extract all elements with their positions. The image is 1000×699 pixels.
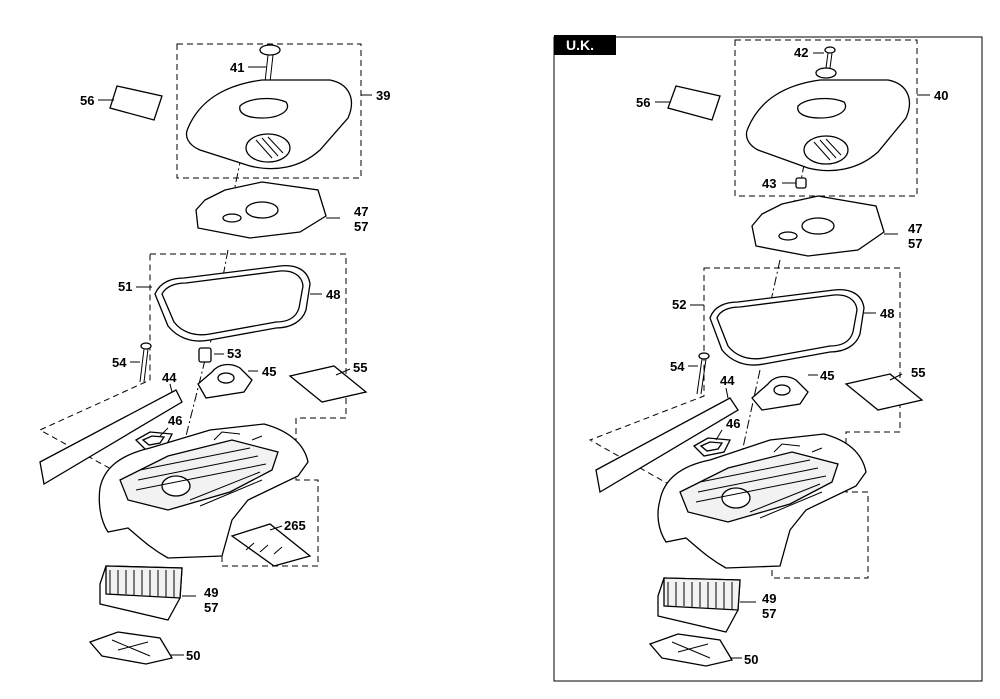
uk-frame (553, 36, 983, 682)
gasket-48-uk (709, 288, 865, 366)
label-tag-56 (109, 85, 163, 121)
gasket-48 (154, 264, 311, 342)
right-assembly-uk: U.K. (553, 35, 983, 682)
strip-44-uk (595, 397, 739, 494)
label-46: 46 (168, 413, 182, 428)
nut-53 (198, 347, 212, 363)
label-42: 42 (794, 45, 808, 60)
uk-badge-text: U.K. (566, 37, 594, 53)
label-56-uk: 56 (636, 95, 650, 110)
label-55-uk (844, 373, 924, 411)
long-screw-54-uk (696, 352, 710, 395)
filter-plate-47 (195, 181, 327, 239)
long-screw-54 (139, 342, 152, 383)
strip-44 (39, 389, 183, 486)
uk-badge (554, 35, 616, 55)
label-55-uk: 55 (911, 365, 925, 380)
housing-uk (657, 433, 867, 569)
label-55: 55 (353, 360, 367, 375)
label-46-uk: 46 (726, 416, 740, 431)
label-48: 48 (326, 287, 340, 302)
group-box-39 (176, 43, 362, 179)
label-54: 54 (112, 355, 127, 370)
label-57-upper: 57 (354, 219, 368, 234)
label-40: 40 (934, 88, 948, 103)
decal-265 (230, 523, 312, 567)
label-44-uk: 44 (720, 373, 735, 388)
label-45: 45 (262, 364, 276, 379)
label-54-uk: 54 (670, 359, 685, 374)
screw-42 (815, 46, 837, 79)
label-57-lower-uk: 57 (762, 606, 776, 621)
label-49-uk: 49 (762, 591, 776, 606)
label-47: 47 (354, 204, 368, 219)
label-265: 265 (284, 518, 306, 533)
label-49: 49 (204, 585, 218, 600)
air-filter-49-uk (657, 577, 741, 633)
group-box-40 (734, 39, 918, 197)
seal-46 (134, 431, 174, 451)
air-filter-49 (99, 565, 183, 621)
label-50: 50 (186, 648, 200, 663)
filter-plate-47-uk (751, 195, 885, 257)
housing (98, 423, 309, 559)
cover-39 (185, 79, 353, 170)
label-47-uk: 47 (908, 221, 922, 236)
label-51: 51 (118, 279, 132, 294)
label-45-uk: 45 (820, 368, 834, 383)
label-tag-56-uk (667, 85, 721, 121)
label-39: 39 (376, 88, 390, 103)
label-55 (288, 365, 368, 403)
seal-46-uk (692, 437, 732, 457)
label-57-lower: 57 (204, 600, 218, 615)
label-41: 41 (230, 60, 244, 75)
valve-45-uk (751, 375, 809, 411)
knob-screw-41 (259, 44, 281, 101)
left-assembly: 41 56 39 47 57 51 48 54 53 45 55 44 46 2… (38, 43, 390, 665)
label-48-uk: 48 (880, 306, 894, 321)
label-56: 56 (80, 93, 94, 108)
label-50-uk: 50 (744, 652, 758, 667)
label-43: 43 (762, 176, 776, 191)
base-plate-50 (88, 631, 174, 665)
label-53: 53 (227, 346, 241, 361)
base-plate-50-uk (648, 633, 734, 667)
label-52: 52 (672, 297, 686, 312)
valve-45 (197, 363, 253, 399)
nut-43 (795, 177, 807, 189)
cover-40 (745, 79, 911, 172)
label-57-upper-uk: 57 (908, 236, 922, 251)
label-44: 44 (162, 370, 177, 385)
